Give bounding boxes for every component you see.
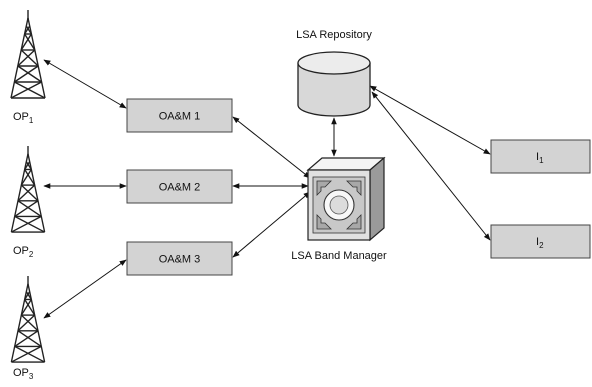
edge-op3-oam3 xyxy=(43,259,127,319)
oam1-box: OA&M 1 xyxy=(126,98,233,133)
incumbent-i2-box: I2 xyxy=(490,224,591,259)
tower-op3-label: OP3 xyxy=(13,367,34,381)
database-icon xyxy=(297,51,371,117)
edge-repository-i1 xyxy=(369,85,491,155)
edge-oam1-band-manager xyxy=(232,116,311,179)
tower-op1 xyxy=(10,9,46,99)
incumbent-i1-box: I1 xyxy=(490,139,591,174)
oam1-label: OA&M 1 xyxy=(159,111,201,123)
edge-repository-i2 xyxy=(371,91,491,241)
oam3-label: OA&M 3 xyxy=(159,254,201,266)
oam2-label: OA&M 2 xyxy=(159,182,201,194)
tower-op1-label: OP1 xyxy=(13,111,34,125)
tower-op2-label: OP2 xyxy=(13,245,34,259)
band-manager-label: LSA Band Manager xyxy=(291,250,387,262)
edge-op1-oam1 xyxy=(43,59,127,109)
tower-op3 xyxy=(10,275,46,363)
repository-label: LSA Repository xyxy=(296,29,372,41)
edge-oam3-band-manager xyxy=(232,191,311,258)
server-icon xyxy=(306,156,386,242)
incumbent-i1-label: I1 xyxy=(536,151,544,165)
oam2-box: OA&M 2 xyxy=(126,169,233,204)
oam3-box: OA&M 3 xyxy=(126,241,233,276)
tower-op2 xyxy=(10,145,46,233)
incumbent-i2-label: I2 xyxy=(536,236,544,250)
